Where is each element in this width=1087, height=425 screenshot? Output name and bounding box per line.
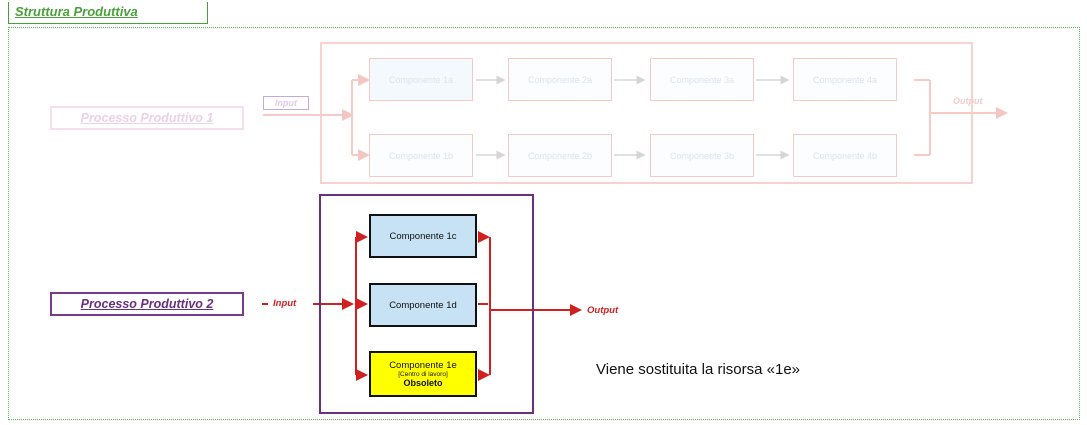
process1-connectors bbox=[263, 74, 1008, 161]
component-3b: Componente 3b bbox=[650, 134, 754, 177]
component-1e-label: Componente 1e bbox=[389, 360, 457, 371]
component-2b: Componente 2b bbox=[508, 134, 612, 177]
process2-input-label: Input bbox=[273, 298, 297, 309]
component-2a: Componente 2a bbox=[508, 58, 612, 101]
process1-inner-arrows bbox=[476, 75, 790, 160]
component-1d: Componente 1d bbox=[369, 283, 477, 327]
section-title: Struttura Produttiva bbox=[15, 4, 138, 19]
component-1c: Componente 1c bbox=[369, 214, 477, 258]
component-4b: Componente 4b bbox=[793, 134, 897, 177]
component-1d-label: Componente 1d bbox=[389, 299, 457, 311]
process1-frame bbox=[320, 42, 973, 184]
component-1e-status: Obsoleto bbox=[403, 378, 443, 388]
process2-label: Processo Produttivo 2 bbox=[50, 292, 244, 316]
component-3a: Componente 3a bbox=[650, 58, 754, 101]
process1-output-label: Output bbox=[953, 96, 983, 106]
component-1e-sublabel: [Centro di lavoro] bbox=[398, 371, 448, 378]
replacement-note: Viene sostituita la risorsa «1e» bbox=[596, 361, 801, 378]
diagram-frame bbox=[8, 27, 1080, 420]
process2-output-label: Output bbox=[587, 305, 619, 316]
component-1c-label: Componente 1c bbox=[389, 230, 457, 242]
process1-input-label: Input bbox=[263, 96, 309, 110]
process2-frame bbox=[319, 194, 534, 414]
component-4a: Componente 4a bbox=[793, 58, 897, 101]
process1-label: Processo Produttivo 1 bbox=[50, 106, 244, 130]
section-title-tab: Struttura Produttiva bbox=[8, 2, 208, 24]
component-1b: Componente 1b bbox=[369, 134, 473, 177]
component-1a: Componente 1a bbox=[369, 58, 473, 101]
component-1e: Componente 1e [Centro di lavoro] Obsolet… bbox=[369, 351, 477, 397]
process2-connectors bbox=[262, 231, 582, 381]
